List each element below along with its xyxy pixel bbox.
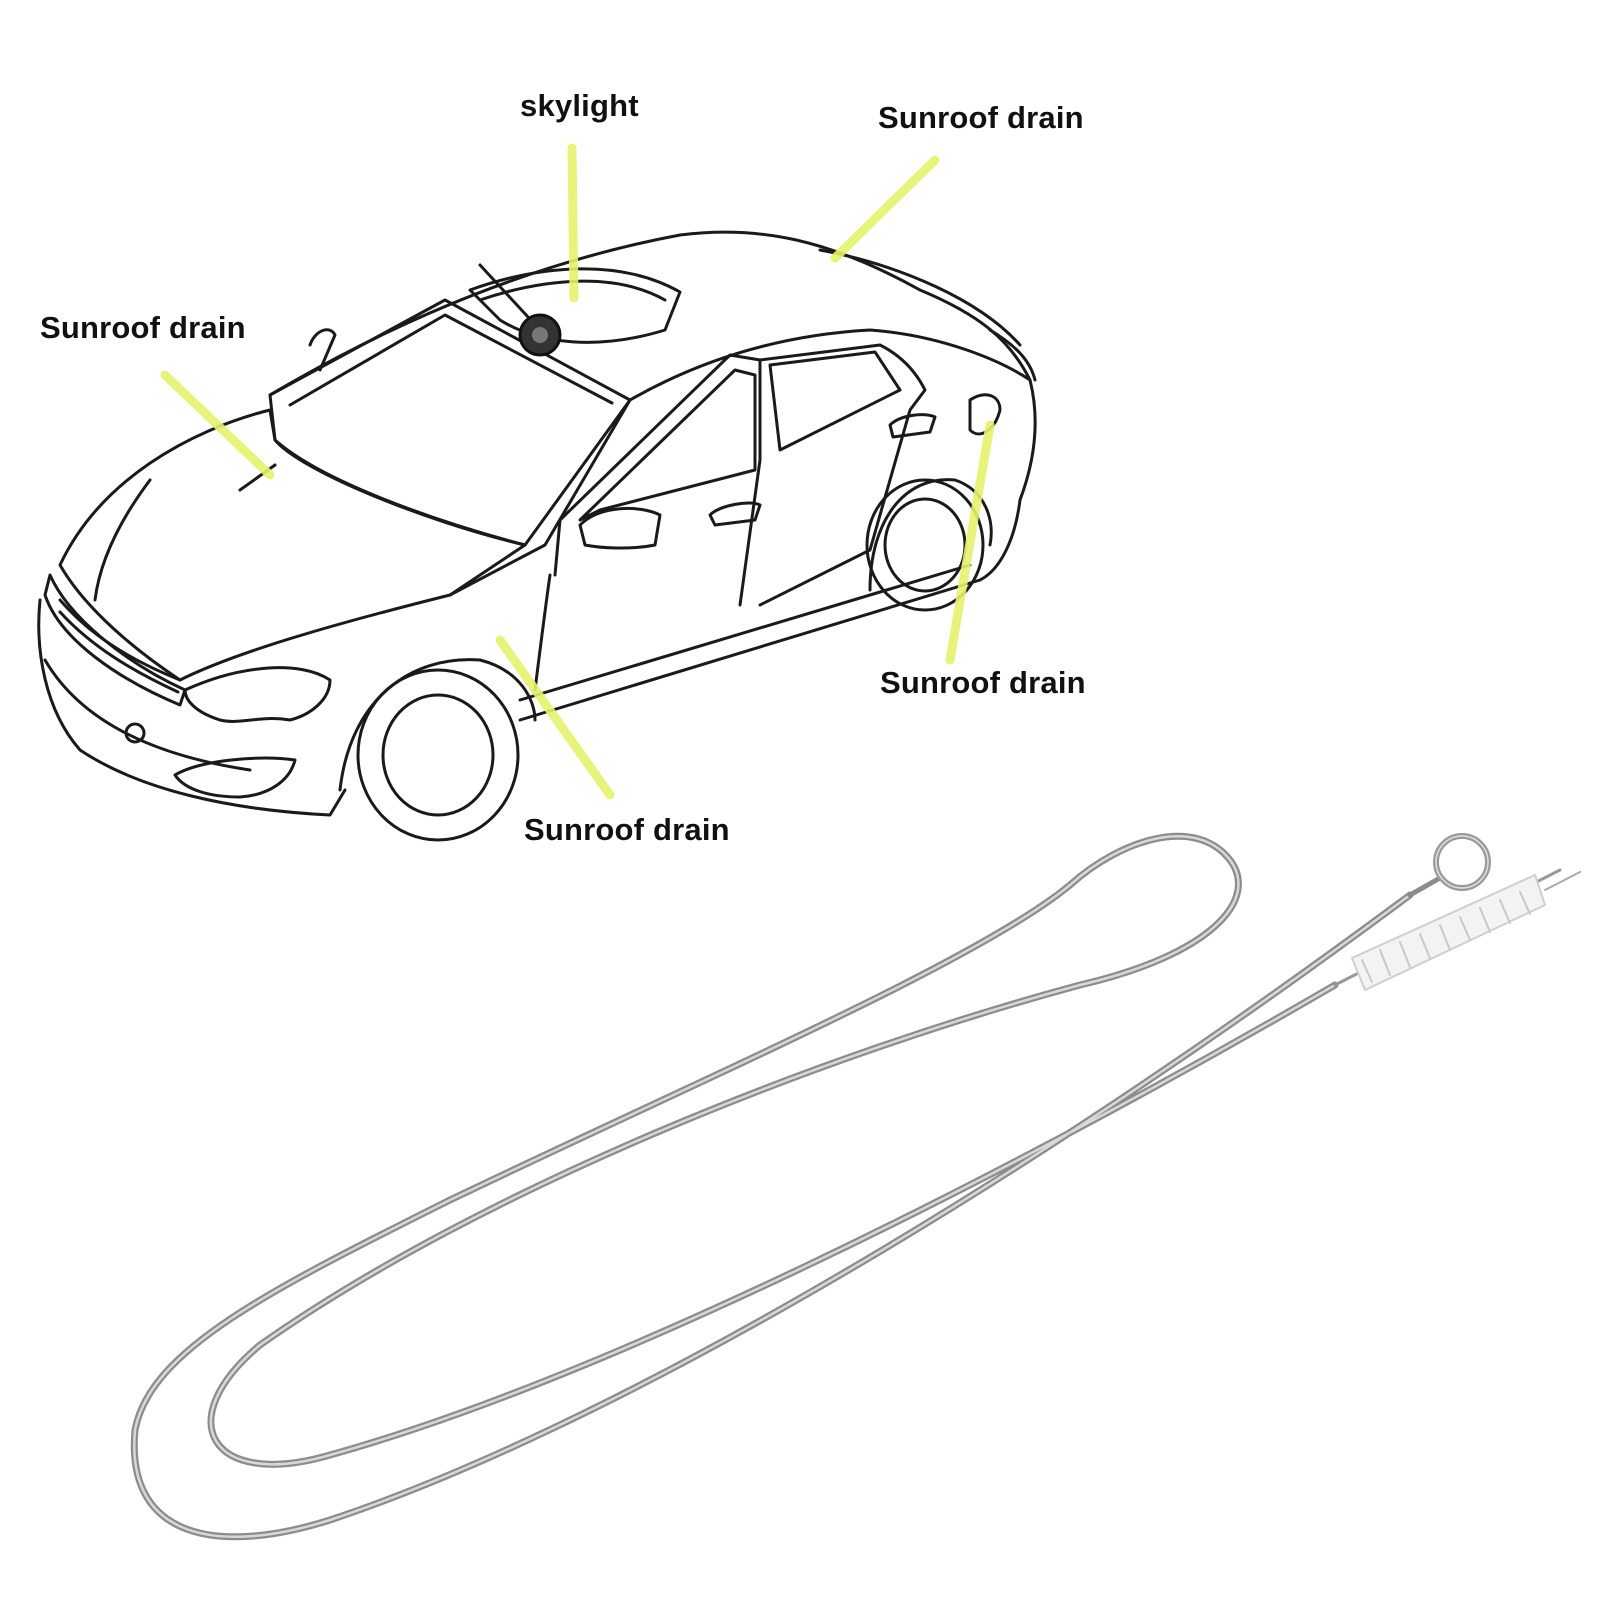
callout-drain-top-right (830, 155, 940, 263)
front-window (578, 368, 757, 522)
car-roof (268, 230, 1032, 397)
ring-handle (1407, 833, 1491, 898)
windshield (268, 298, 632, 547)
fog-light (173, 756, 297, 799)
side-mirror (578, 506, 662, 550)
label-skylight: skylight (520, 88, 639, 123)
car-drawing (37, 230, 1037, 842)
callout-skylight (567, 143, 579, 303)
drain-cleaning-tool (130, 832, 1581, 1541)
callout-drain-left (160, 370, 275, 480)
callout-drain-bottom (495, 635, 615, 800)
front-bumper (37, 598, 347, 817)
front-wheel (338, 658, 537, 842)
rear-door (758, 343, 927, 607)
front-door (553, 353, 762, 607)
rear-wheel (865, 478, 993, 612)
headlight (183, 666, 332, 723)
car-side (448, 328, 1037, 597)
front-grille (43, 573, 187, 707)
label-sunroof-drain-top-right: Sunroof drain (878, 100, 1084, 135)
cleaning-brush (1333, 868, 1581, 991)
flexible-wire (130, 832, 1414, 1541)
rear-window (768, 350, 902, 452)
label-sunroof-drain-bottom: Sunroof drain (524, 812, 730, 847)
callout-drain-right-low (945, 420, 995, 665)
hood (58, 408, 527, 682)
callout-lines (160, 143, 995, 800)
label-sunroof-drain-left: Sunroof drain (40, 310, 246, 345)
label-sunroof-drain-right-low: Sunroof drain (880, 665, 1086, 700)
